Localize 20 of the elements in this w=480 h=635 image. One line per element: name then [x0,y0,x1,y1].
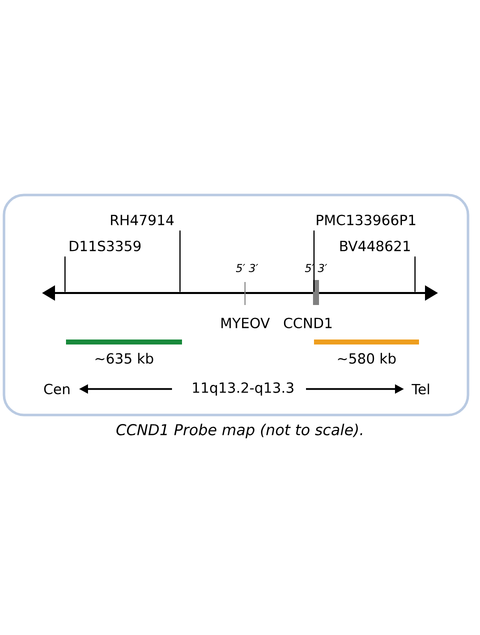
marker-tick [313,230,315,292]
marker-label: PMC133966P1 [316,214,416,226]
marker-tick [414,256,416,292]
size-label: ~635 kb [96,352,154,364]
probe-bar [66,340,182,344]
marker-label: BV448621 [340,240,410,252]
end-label: 5′ 3′ [236,264,258,272]
band-label: 11q13.2-q13.3 [193,382,294,396]
size-label: ~580 kb [338,352,396,364]
marker-tick [179,230,181,292]
caption: CCND1 Probe map (not to scale). [116,424,362,438]
arm-label: Cen [44,384,70,394]
marker-label: RH47914 [110,214,174,226]
marker-label: D11S3359 [70,240,141,252]
arm-label: Tel [412,384,430,394]
gene-label: CCND1 [284,318,332,328]
gene-label: MYEOV [221,318,270,328]
probe-bar [314,340,419,344]
marker-tick [64,256,66,292]
end-label: 5′ 3′ [304,264,328,272]
